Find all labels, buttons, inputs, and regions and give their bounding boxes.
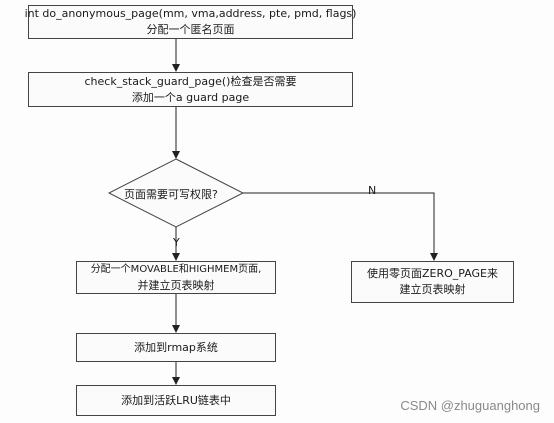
watermark-text: CSDN @zhuguanghong [400, 398, 540, 413]
guard-check-line2: 添加一个a guard page [131, 90, 250, 104]
guard-check-box: check_stack_guard_page()检查是否需要 添加一个a gua… [28, 72, 353, 107]
decision-no-label: N [368, 184, 377, 197]
alloc-page-box: 分配一个MOVABLE和HIGHMEM页面, 并建立页表映射 [76, 261, 276, 294]
zero-page-line1: 使用零页面ZERO_PAGE来 [366, 267, 499, 280]
decision-text: 页面需要可写权限? [124, 188, 218, 201]
rmap-text: 添加到rmap系统 [134, 340, 218, 354]
decision-yes-label: Y [173, 236, 180, 249]
rmap-box: 添加到rmap系统 [76, 333, 276, 362]
lru-box: 添加到活跃LRU链表中 [76, 385, 276, 416]
zero-page-box: 使用零页面ZERO_PAGE来 建立页表映射 [351, 261, 514, 303]
start-box-line2: 分配一个匿名页面 [146, 23, 235, 36]
start-box: int do_anonymous_page(mm, vma,address, p… [25, 5, 356, 39]
alloc-page-line2: 并建立页表映射 [137, 278, 215, 292]
lru-text: 添加到活跃LRU链表中 [121, 393, 231, 407]
arrow-no-to-zero-page [243, 192, 438, 261]
start-box-line1: int do_anonymous_page(mm, vma,address, p… [24, 7, 357, 20]
guard-check-line1: check_stack_guard_page()检查是否需要 [84, 74, 297, 88]
zero-page-line2: 建立页表映射 [399, 283, 466, 296]
alloc-page-line1: 分配一个MOVABLE和HIGHMEM页面, [90, 263, 262, 275]
